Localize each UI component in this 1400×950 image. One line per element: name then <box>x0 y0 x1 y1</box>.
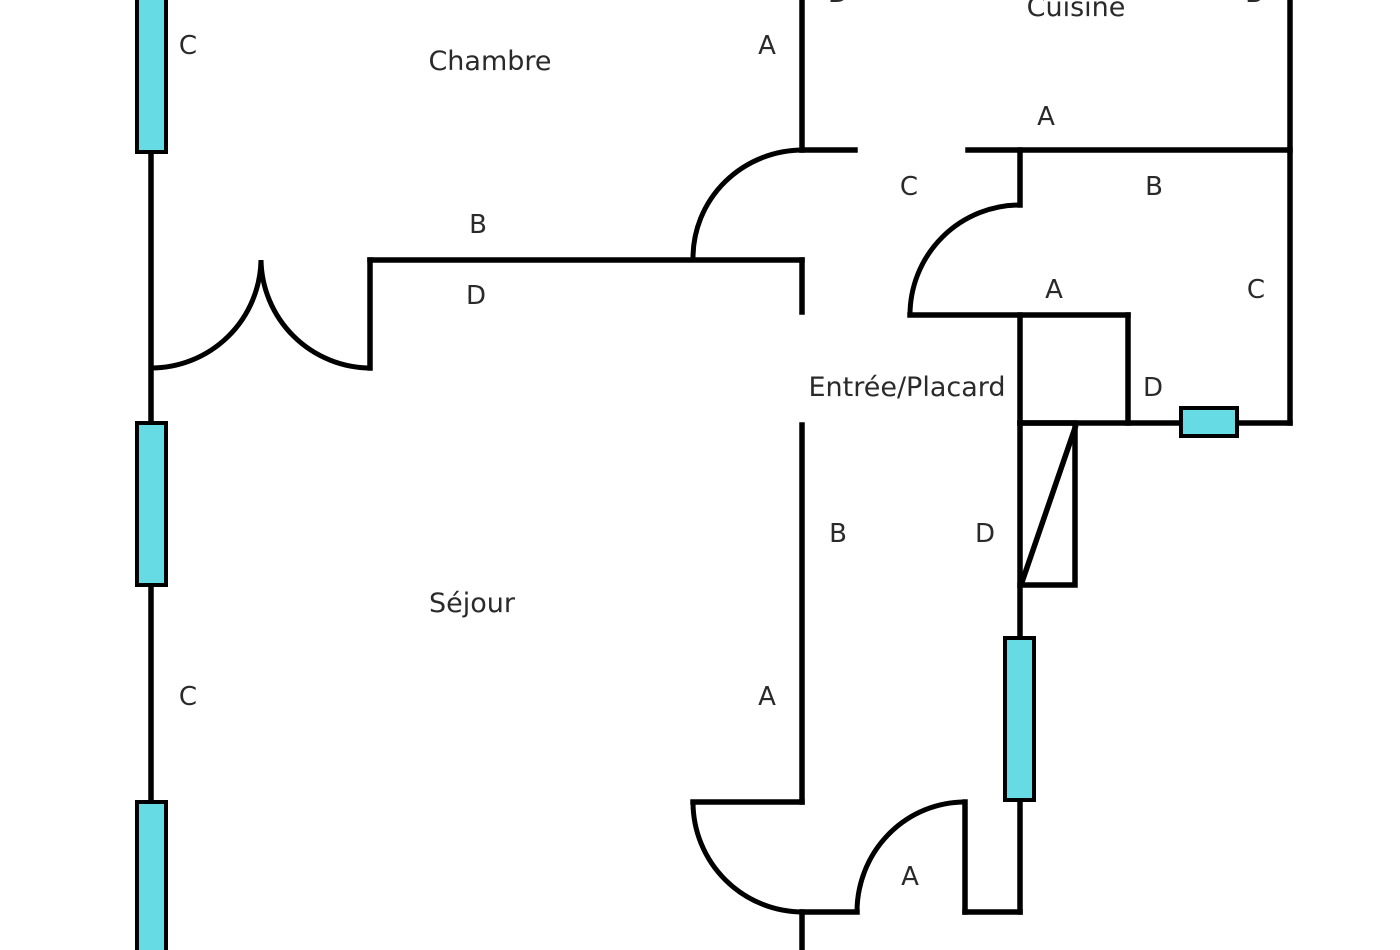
wall-letter-entree-d: D <box>975 519 995 549</box>
wall-letter-room2-b: B <box>1145 172 1163 202</box>
door-swing-sejour <box>690 802 804 915</box>
wall-letter-sejour-a: A <box>758 682 776 712</box>
door-swing-chambre-entree <box>690 147 804 259</box>
room-label-sejour: Séjour <box>429 588 516 619</box>
door-swing-chambre-left <box>150 259 264 371</box>
wall-letter-cuisine-tl: D <box>828 0 848 9</box>
wall-letter-entree-b: B <box>829 519 847 549</box>
window-chambre <box>135 0 168 154</box>
window-sejour-top <box>135 421 168 587</box>
wall-letter-cuisine-a: A <box>1037 102 1055 132</box>
wall-letter-room2-d: D <box>1143 373 1163 403</box>
doors <box>150 147 1021 915</box>
wall-letter-entree-a: A <box>901 862 919 892</box>
window-entree <box>1003 636 1036 802</box>
wall-letter-chambre-a: A <box>758 31 776 61</box>
room-label-cuisine: Cuisine <box>1027 0 1126 23</box>
wall-letter-chambre-c: C <box>179 31 197 61</box>
door-swing-room2 <box>907 202 1021 316</box>
window-sejour-bottom <box>135 800 168 950</box>
wall-letter-entree-c: C <box>900 172 918 202</box>
wall-letter-room2-a: A <box>1045 275 1063 305</box>
wall-letters: C A B D C A A D B C B D A B A C D <box>179 0 1265 892</box>
room-names: Chambre Cuisine Séjour Entrée/Placard <box>428 0 1125 619</box>
wall-letter-chambre-b: B <box>469 210 487 240</box>
wall-letter-cuisine-tr: B <box>1245 0 1263 9</box>
room-label-entree: Entrée/Placard <box>808 372 1005 403</box>
door-swing-front <box>854 799 966 913</box>
windows <box>135 0 1239 950</box>
window-room2 <box>1179 406 1239 438</box>
room-label-chambre: Chambre <box>428 46 551 77</box>
walls <box>148 0 1293 950</box>
wall-letter-room2-c: C <box>1247 275 1265 305</box>
wall-letter-sejour-c: C <box>179 682 197 712</box>
door-swing-chambre-right <box>258 259 371 371</box>
wall-placard-diagonal <box>1018 424 1079 586</box>
wall-placard-box <box>1017 420 1078 588</box>
wall-letter-sejour-d: D <box>466 281 486 311</box>
